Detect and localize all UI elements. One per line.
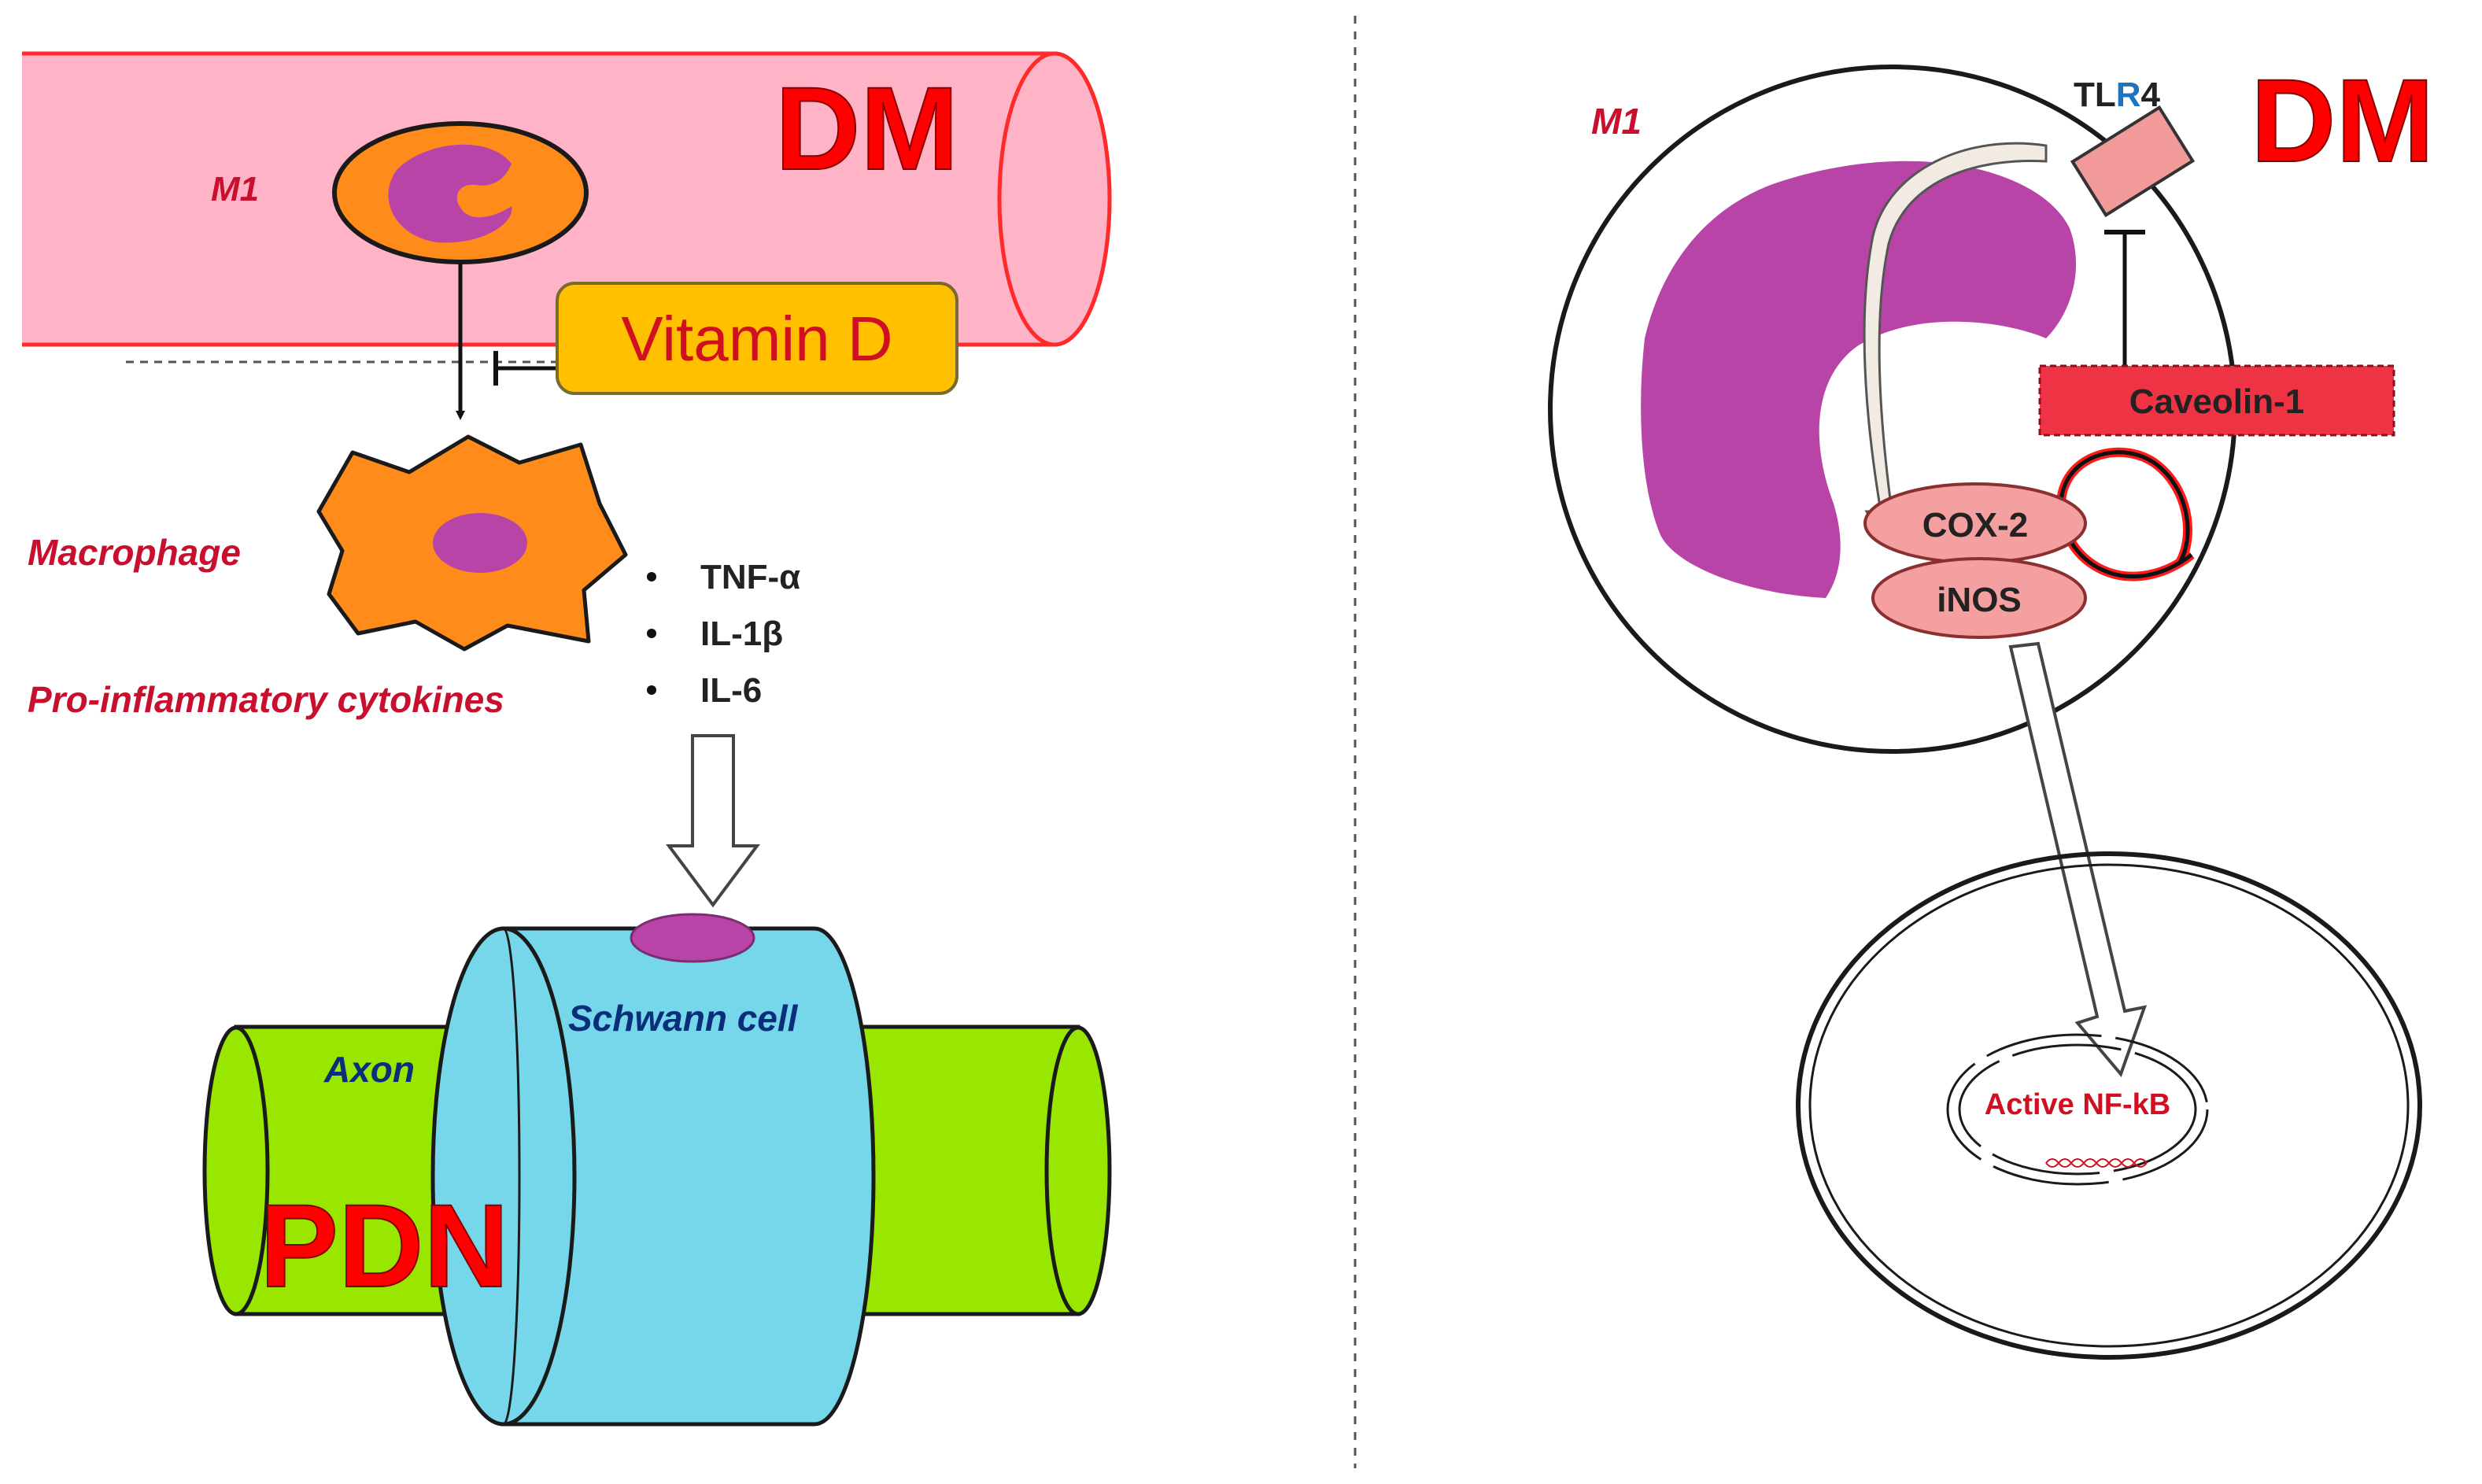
pdn-label: PDN bbox=[260, 1179, 509, 1312]
macrophage-cell bbox=[316, 434, 628, 652]
left-panel: DM M1 Vitamin D Macrophage Pro-inflammat… bbox=[22, 51, 1112, 1427]
tlr4-label: TLR4 bbox=[2074, 76, 2161, 114]
macrophage-label: Macrophage bbox=[28, 532, 241, 573]
nucleus-outer-membrane bbox=[1796, 851, 2422, 1360]
cox2-label: COX-2 bbox=[1922, 506, 2028, 545]
m1-cell-nucleus bbox=[1641, 161, 2077, 598]
cytokine-item-il6: IL-6 bbox=[700, 671, 762, 710]
caveolin-1-label: Caveolin-1 bbox=[2129, 382, 2305, 421]
m1-label-left: M1 bbox=[211, 170, 259, 209]
tlr4-receptor bbox=[2070, 105, 2196, 218]
schwann-cell-label: Schwann cell bbox=[568, 998, 799, 1039]
caveolae-vesicle-inner bbox=[2059, 450, 2193, 578]
dm-label-left: DM bbox=[775, 62, 958, 194]
nfkb-label: Active NF-kB bbox=[1985, 1088, 2171, 1121]
cytokine-item-il1b: IL-1β bbox=[700, 615, 783, 653]
schwann-receptor bbox=[630, 913, 755, 963]
vitamin-d-box: Vitamin D bbox=[556, 282, 958, 395]
inos-enzyme: iNOS bbox=[1871, 557, 2087, 639]
dm-label-right: DM bbox=[2251, 54, 2434, 186]
cox2-enzyme: COX-2 bbox=[1863, 482, 2087, 564]
enzyme-to-nucleus-arrow bbox=[2008, 641, 2148, 1077]
monocyte-nucleus bbox=[388, 144, 512, 243]
m1-monocyte-cell bbox=[332, 121, 589, 264]
nucleus-inner-membrane bbox=[1808, 863, 2410, 1348]
tlr4-label-prefix: TL bbox=[2074, 76, 2116, 114]
nfkb-compartment-outer bbox=[1946, 1033, 2209, 1186]
schwann-cell bbox=[430, 926, 876, 1427]
cytokine-hollow-arrow bbox=[666, 734, 760, 908]
caveolin-1-box: Caveolin-1 bbox=[2038, 364, 2395, 437]
tlr4-label-suffix: 4 bbox=[2141, 76, 2161, 114]
cytokine-item-tnf: TNF-α bbox=[700, 558, 800, 596]
cytokines-label: Pro-inflammatory cytokines bbox=[28, 679, 504, 720]
nfkb-compartment-inner bbox=[1958, 1043, 2197, 1176]
dna-strand-icon-b bbox=[2045, 1158, 2148, 1168]
axon-label: Axon bbox=[323, 1049, 415, 1090]
macrophage-nucleus bbox=[433, 513, 527, 573]
m1-label-right: M1 bbox=[1591, 101, 1642, 142]
cytokine-list: TNF-α IL-1β IL-6 bbox=[647, 558, 800, 710]
inos-label: iNOS bbox=[1937, 581, 2022, 619]
tlr4-label-highlight: R bbox=[2116, 76, 2141, 114]
right-panel: M1 TLR4 DM Caveolin-1 COX-2 iNOS bbox=[1548, 54, 2435, 1360]
vitamin-d-label: Vitamin D bbox=[621, 304, 892, 374]
